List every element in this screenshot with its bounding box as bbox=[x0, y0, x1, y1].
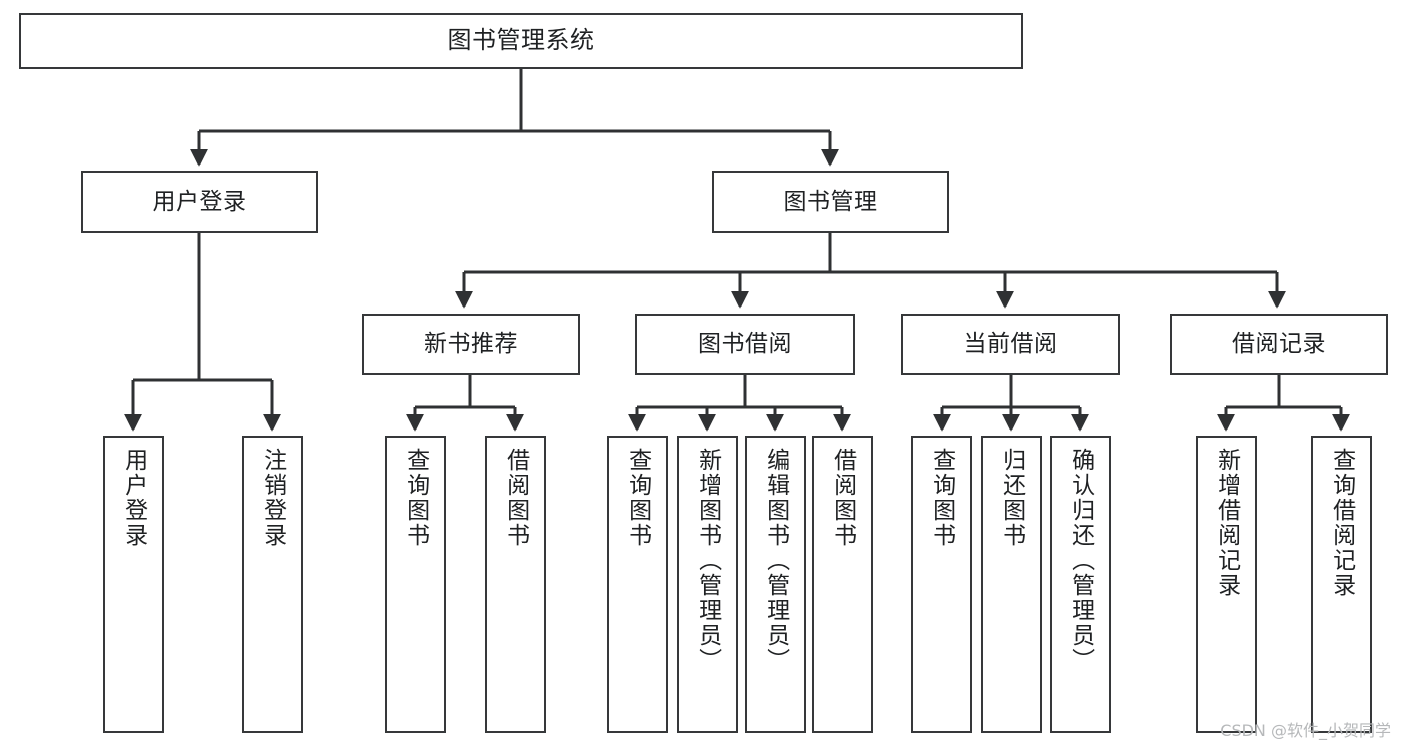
node-book-borrowing[interactable]: 图书借阅 bbox=[635, 314, 855, 375]
node-label: 归还图书 bbox=[998, 448, 1025, 548]
node-label: 当前借阅 bbox=[963, 331, 1058, 358]
node-new-book-recommendation[interactable]: 新书推荐 bbox=[362, 314, 580, 375]
leaf-user-login-logout[interactable]: 注销登录 bbox=[242, 436, 303, 733]
leaf-new-book-query[interactable]: 查询图书 bbox=[385, 436, 446, 733]
node-label: 借阅图书 bbox=[502, 448, 529, 548]
node-current-borrowing[interactable]: 当前借阅 bbox=[901, 314, 1120, 375]
leaf-user-login-login[interactable]: 用户登录 bbox=[103, 436, 164, 733]
node-label: 新增图书（管理员） bbox=[694, 448, 721, 673]
node-root-book-management-system[interactable]: 图书管理系统 bbox=[19, 13, 1023, 69]
node-label: 确认归还（管理员） bbox=[1067, 448, 1094, 673]
leaf-current-borrow-confirm-return[interactable]: 确认归还（管理员） bbox=[1050, 436, 1111, 733]
node-label: 用户登录 bbox=[120, 448, 147, 548]
node-book-management[interactable]: 图书管理 bbox=[712, 171, 949, 233]
leaf-current-borrow-query[interactable]: 查询图书 bbox=[911, 436, 972, 733]
leaf-book-borrow-query[interactable]: 查询图书 bbox=[607, 436, 668, 733]
node-label: 借阅记录 bbox=[1232, 331, 1326, 358]
leaf-book-borrow-borrow[interactable]: 借阅图书 bbox=[812, 436, 873, 733]
node-label: 用户登录 bbox=[152, 188, 247, 215]
node-borrowing-record[interactable]: 借阅记录 bbox=[1170, 314, 1388, 375]
node-label: 查询图书 bbox=[928, 448, 955, 548]
leaf-book-borrow-edit[interactable]: 编辑图书（管理员） bbox=[745, 436, 806, 733]
node-label: 借阅图书 bbox=[829, 448, 856, 548]
leaf-borrow-record-add[interactable]: 新增借阅记录 bbox=[1196, 436, 1257, 733]
node-label: 编辑图书（管理员） bbox=[762, 448, 789, 673]
node-user-login[interactable]: 用户登录 bbox=[81, 171, 318, 233]
node-label: 图书借阅 bbox=[698, 331, 792, 358]
node-label: 新书推荐 bbox=[424, 331, 518, 358]
node-label: 查询图书 bbox=[624, 448, 651, 548]
node-label: 图书管理 bbox=[783, 188, 878, 215]
leaf-current-borrow-return[interactable]: 归还图书 bbox=[981, 436, 1042, 733]
leaf-new-book-borrow[interactable]: 借阅图书 bbox=[485, 436, 546, 733]
leaf-borrow-record-query[interactable]: 查询借阅记录 bbox=[1311, 436, 1372, 733]
node-label: 查询借阅记录 bbox=[1328, 448, 1355, 598]
csdn-watermark: CSDN @软件_小贺同学 bbox=[1220, 721, 1391, 740]
leaf-book-borrow-add[interactable]: 新增图书（管理员） bbox=[677, 436, 738, 733]
node-label: 注销登录 bbox=[259, 448, 286, 548]
node-label: 新增借阅记录 bbox=[1213, 448, 1240, 598]
node-label: 图书管理系统 bbox=[447, 26, 595, 55]
node-label: 查询图书 bbox=[402, 448, 429, 548]
